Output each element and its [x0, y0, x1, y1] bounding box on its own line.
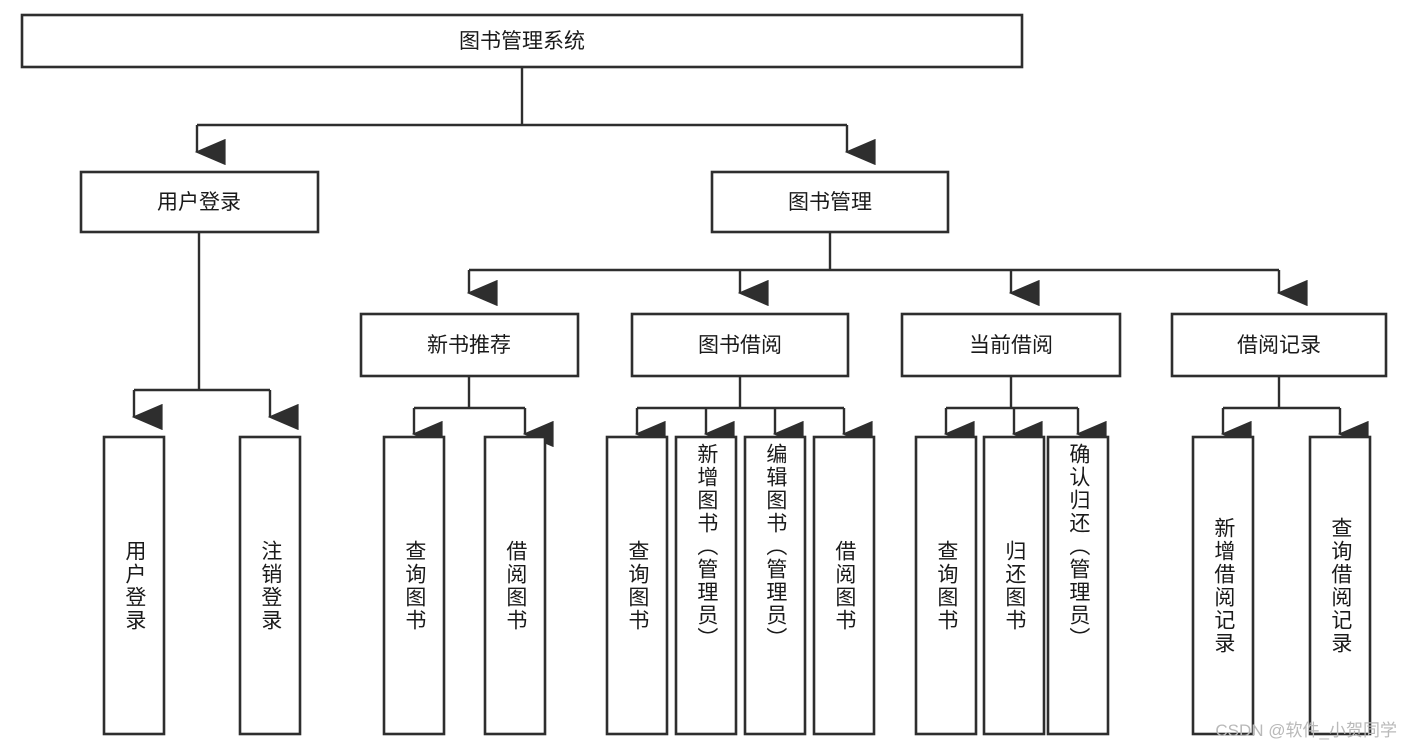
edge-book-borrow-to-leaves	[634, 376, 873, 448]
leaf-box-borrow-book-1[interactable]	[483, 435, 547, 736]
node-current-borrow-label: 当前借阅	[969, 334, 1053, 357]
leaf-box-user-login[interactable]	[102, 435, 166, 736]
node-current-borrow-box[interactable]	[900, 312, 1122, 378]
edge-current-borrow-to-leaves	[943, 376, 1107, 448]
node-new-book-recommend-label: 新书推荐	[427, 334, 511, 357]
node-book-manage-label: 图书管理	[788, 191, 872, 214]
edge-new-book-recommend-to-leaves	[411, 376, 554, 448]
node-user-login-label: 用户登录	[157, 191, 241, 214]
leaf-box-query-book-2[interactable]	[605, 435, 669, 736]
node-root-box[interactable]	[20, 13, 1024, 69]
edge-root-to-level2	[194, 67, 876, 166]
node-new-book-recommend-box[interactable]	[359, 312, 580, 378]
node-book-borrow-label: 图书借阅	[698, 334, 782, 357]
node-current-borrow[interactable]: 当前借阅	[900, 312, 1122, 378]
leaf-box-query-book-3[interactable]	[914, 435, 978, 736]
leaf-box-return-book[interactable]	[982, 435, 1046, 736]
node-root[interactable]: 图书管理系统	[20, 13, 1024, 69]
edge-user-login-to-leaves	[131, 232, 299, 431]
node-book-borrow[interactable]: 图书借阅	[630, 312, 850, 378]
leaf-box-confirm-return[interactable]	[1046, 435, 1110, 736]
leaf-box-edit-book[interactable]	[743, 435, 807, 736]
edge-borrow-record-to-leaves	[1220, 376, 1369, 448]
leaf-box-borrow-book-2[interactable]	[812, 435, 876, 736]
node-book-manage[interactable]: 图书管理	[710, 170, 950, 234]
leaf-box-add-book[interactable]	[674, 435, 738, 736]
node-borrow-record[interactable]: 借阅记录	[1170, 312, 1388, 378]
node-root-label: 图书管理系统	[459, 30, 585, 53]
leaf-box-query-record[interactable]	[1308, 435, 1372, 736]
edge-book-manage-to-level3	[466, 232, 1308, 307]
leaf-box-query-book-1[interactable]	[382, 435, 446, 736]
node-borrow-record-label: 借阅记录	[1237, 334, 1321, 357]
node-user-login[interactable]: 用户登录	[79, 170, 320, 234]
leaf-box-add-record[interactable]	[1191, 435, 1255, 736]
node-new-book-recommend[interactable]: 新书推荐	[359, 312, 580, 378]
csdn-watermark: CSDN @软件_小贺同学	[1215, 721, 1397, 740]
leaf-box-logout[interactable]	[238, 435, 302, 736]
node-user-login-box[interactable]	[79, 170, 320, 234]
